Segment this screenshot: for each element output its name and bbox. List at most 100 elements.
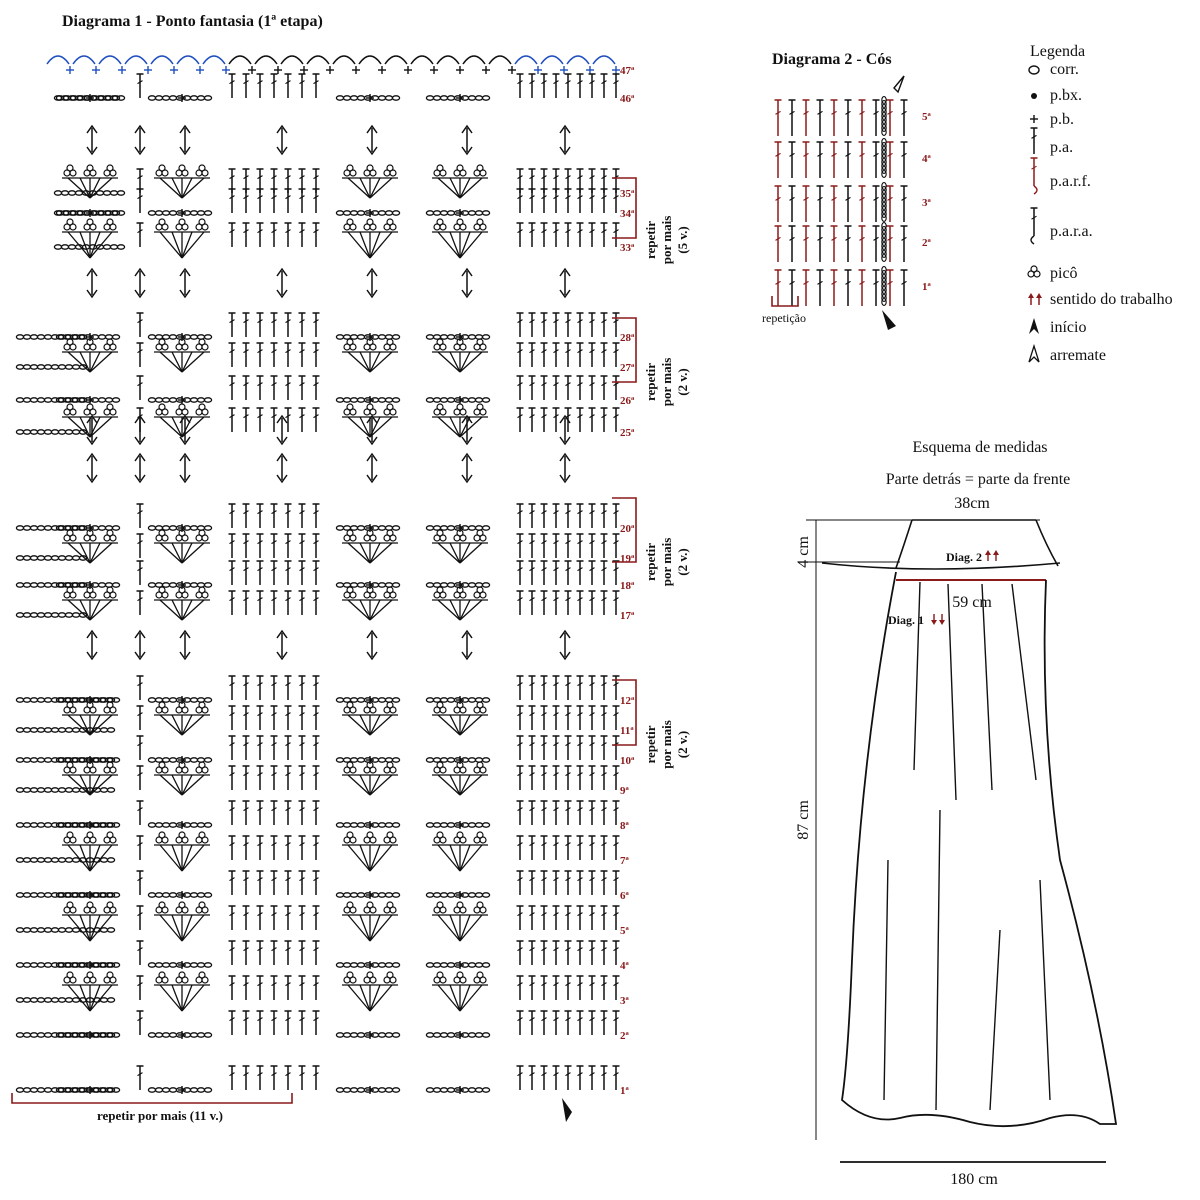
picot-ring [109, 706, 117, 714]
picot-ring [369, 706, 377, 714]
picot-symbol [103, 831, 117, 844]
chain-stitch [881, 210, 887, 218]
legend-label: corr. [1050, 61, 1079, 78]
chain-stitch [29, 927, 39, 933]
dc-bar [541, 682, 547, 687]
chain-stitch [189, 757, 199, 763]
picot-symbol [453, 403, 467, 416]
chain-stitch [377, 892, 387, 898]
picot-symbol [363, 586, 377, 599]
dc-bar [285, 877, 291, 882]
chain-stitch [439, 822, 449, 828]
picot-symbol [433, 586, 447, 599]
fan-stitch [171, 351, 183, 373]
chain-stitch [43, 962, 53, 968]
chain-stitch [147, 334, 157, 340]
chain-stitch [446, 1032, 456, 1038]
picot-ring [66, 901, 74, 909]
dc-bar [541, 742, 547, 747]
chain-stitch [467, 525, 477, 531]
chain-stitch [104, 334, 114, 340]
picot-ring [86, 529, 94, 537]
picot-symbol [63, 403, 77, 416]
dc-bar [299, 597, 305, 602]
chain-stitch [22, 334, 32, 340]
chain-stitch [349, 1032, 359, 1038]
fan-stitch [159, 844, 183, 872]
dc-bar [775, 152, 781, 157]
chain-stitch [99, 997, 109, 1003]
picot-ring [456, 901, 464, 909]
picot-symbol [195, 218, 209, 231]
fan-stitch [159, 542, 183, 564]
dc-bar [873, 196, 879, 201]
picot-symbol [433, 971, 447, 984]
picot-ring [89, 534, 97, 542]
chain-stitch [50, 927, 60, 933]
picot-symbol [473, 338, 487, 351]
dc-bar [529, 229, 535, 234]
picot-ring [109, 906, 117, 914]
picot-symbol [195, 971, 209, 984]
dc-bar [529, 742, 535, 747]
chain-stitch [36, 997, 46, 1003]
dc-bar [285, 597, 291, 602]
dc-bar [859, 236, 865, 241]
dc-bar [817, 152, 823, 157]
chain-stitch [29, 857, 39, 863]
dc-bar [553, 567, 559, 572]
chain-stitch [203, 1087, 213, 1093]
dc-bar [529, 382, 535, 387]
picot-ring [479, 766, 487, 774]
chain-stitch [189, 962, 199, 968]
row-35ª: 35ª [53, 164, 635, 200]
chain-stitch [36, 555, 46, 561]
chain-stitch [189, 210, 199, 216]
chain-stitch [67, 190, 77, 196]
dc-bar [299, 877, 305, 882]
picot-ring [89, 706, 97, 714]
chain-stitch [432, 210, 442, 216]
chain-stitch [356, 962, 366, 968]
fan-stitch [159, 351, 183, 373]
dc-bar [243, 414, 249, 419]
fan-stitch [89, 774, 101, 796]
picot-ring [439, 534, 447, 542]
picot-ring [366, 164, 374, 172]
picot-ring [158, 529, 166, 537]
dc-bar [137, 540, 143, 545]
picot-ring [66, 831, 74, 839]
chain-stitch [147, 1032, 157, 1038]
picot-symbol [155, 901, 169, 914]
picot-ring [66, 586, 74, 594]
direction-arrow [134, 452, 146, 484]
picot-ring [389, 976, 397, 984]
picot-ring [109, 766, 117, 774]
chain-stitch [342, 95, 352, 101]
row-9ª: 9ª [15, 761, 630, 797]
dc-bar [299, 682, 305, 687]
chain-stitch [425, 525, 435, 531]
dc-bar [601, 540, 607, 545]
picot-ring [436, 831, 444, 839]
chain-stitch [342, 397, 352, 403]
fan-stitch [79, 177, 91, 199]
chain-stitch [335, 962, 345, 968]
chain-stitch [432, 95, 442, 101]
fan-stitch [437, 231, 461, 259]
chain-stitch [196, 822, 206, 828]
dc-bar [601, 772, 607, 777]
chain-stitch [111, 892, 121, 898]
picot-ring [69, 706, 77, 714]
chain-stitch [147, 757, 157, 763]
dc-bar [285, 1017, 291, 1022]
picot-arch [514, 55, 538, 65]
dc-bar [601, 567, 607, 572]
chain-stitch [203, 697, 213, 703]
chain-stitch [29, 364, 39, 370]
chain-stitch [881, 278, 887, 286]
chain-stitch [168, 962, 178, 968]
chain-stitch [881, 96, 887, 104]
dc-bar [529, 842, 535, 847]
